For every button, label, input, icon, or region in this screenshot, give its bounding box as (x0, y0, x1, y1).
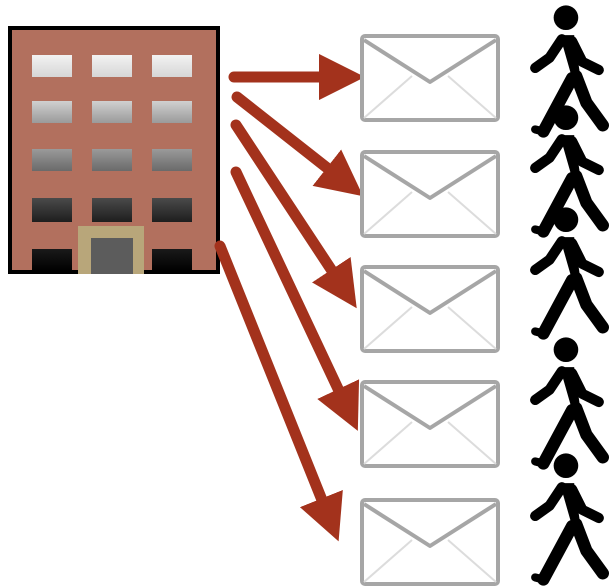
envelope-icon (360, 265, 500, 353)
message-envelopes (360, 34, 500, 586)
envelope-icon (360, 34, 500, 122)
building-door (78, 226, 144, 274)
arrow-to-message-2 (231, 91, 364, 197)
envelope-icon (360, 150, 500, 238)
recipient-figures (535, 5, 603, 579)
office-building-icon (8, 26, 220, 274)
walking-person-icon (535, 453, 603, 579)
arrow-to-message-5 (214, 240, 343, 542)
building-windows (32, 55, 192, 271)
envelope-icon (360, 498, 500, 586)
walking-person-icon (535, 337, 603, 463)
arrow-to-message-4 (230, 166, 360, 431)
connector-arrows (214, 53, 366, 542)
arrow-to-message-3 (230, 119, 357, 309)
envelope-icon (360, 380, 500, 468)
